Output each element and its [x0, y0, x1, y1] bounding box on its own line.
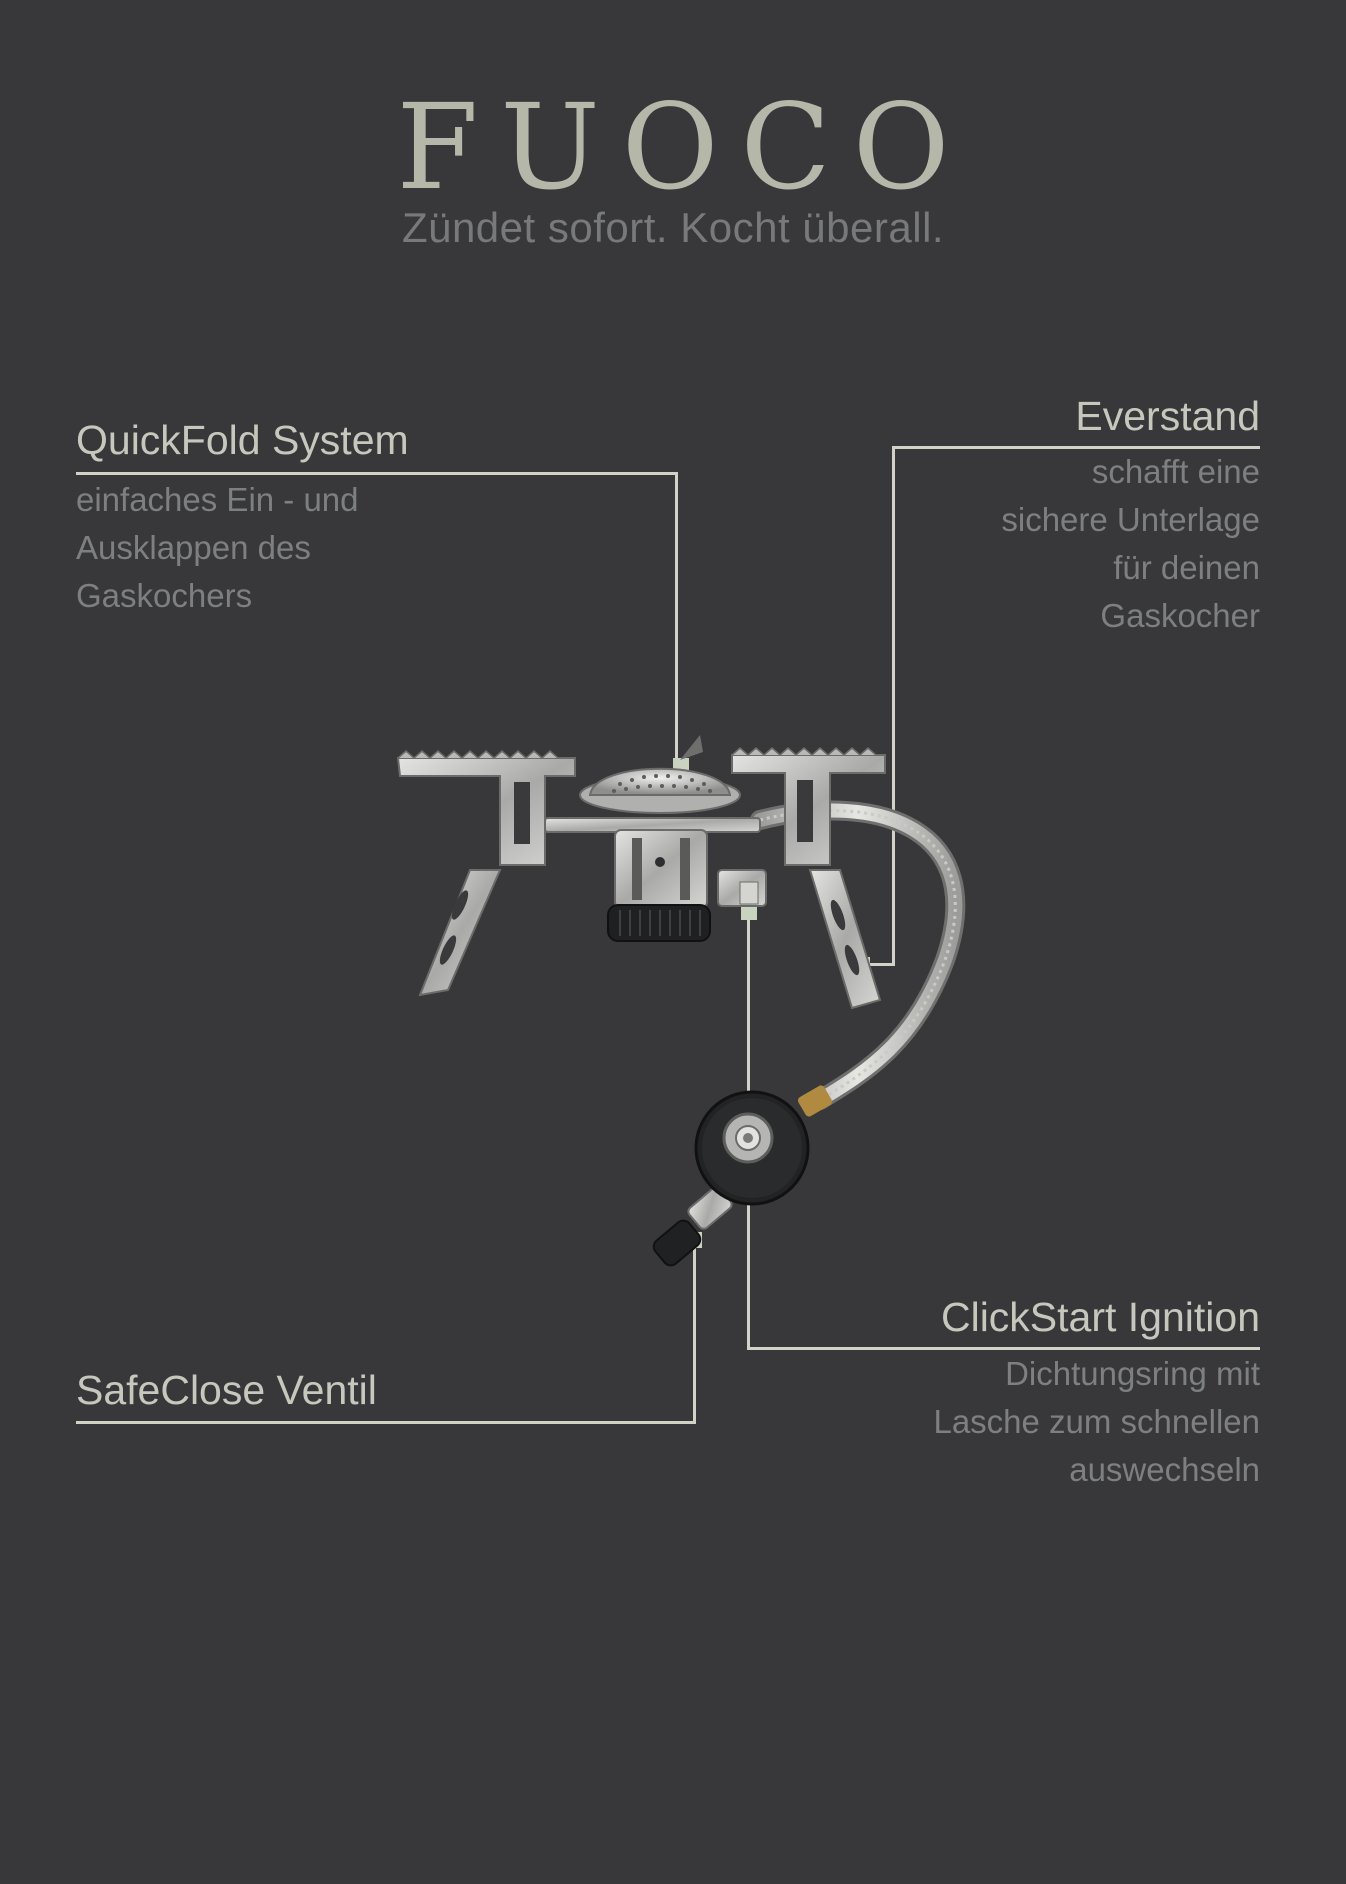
everstand-callout-horizontal: [892, 446, 1260, 449]
clickstart-title: ClickStart Ignition: [940, 1294, 1260, 1340]
everstand-line-2: sichere Unterlage: [1001, 501, 1260, 538]
clickstart-marker: [741, 904, 757, 920]
knurled-nut: [607, 904, 711, 942]
quickfold-title: QuickFold System: [76, 417, 409, 463]
burner-body: [614, 829, 708, 909]
quickfold-callout-vertical: [675, 472, 678, 766]
ignition-bracket: [717, 869, 767, 907]
burner-head: [579, 735, 741, 814]
safeclose-title: SafeClose Ventil: [76, 1367, 377, 1413]
clickstart-callout-horizontal: [747, 1347, 1260, 1350]
everstand-line-1: schafft eine: [1091, 453, 1260, 490]
tagline: Zündet sofort. Kocht überall.: [401, 204, 945, 251]
quickfold-line-2: Ausklappen des: [76, 529, 311, 566]
quickfold-callout-horizontal: [76, 472, 678, 475]
brand-logo: FUOCO: [396, 78, 972, 216]
safeclose-callout-horizontal: [76, 1421, 696, 1424]
quickfold-line-3: Gaskochers: [76, 577, 253, 614]
camping-stove-illustration: [396, 735, 966, 1267]
pot-support-left: [396, 750, 576, 997]
clickstart-description: Dichtungsring mit Lasche zum schnellen a…: [933, 1350, 1260, 1494]
everstand-line-4: Gaskocher: [1100, 597, 1260, 634]
everstand-title: Everstand: [1075, 393, 1260, 439]
pot-support-right: [731, 747, 886, 1010]
gas-hose: [750, 800, 966, 1117]
valve-connector: [652, 1090, 810, 1267]
everstand-callout-foot: [862, 963, 895, 966]
everstand-callout-vertical: [892, 446, 895, 966]
clickstart-line-3: auswechseln: [1069, 1451, 1260, 1488]
everstand-line-3: für deinen: [1113, 549, 1260, 586]
clickstart-line-1: Dichtungsring mit: [1005, 1355, 1260, 1392]
safeclose-callout-vertical: [693, 1238, 696, 1424]
quickfold-line-1: einfaches Ein - und: [76, 481, 359, 518]
quickfold-description: einfaches Ein - und Ausklappen des Gasko…: [76, 476, 359, 620]
everstand-description: schafft eine sichere Unterlage für deine…: [1001, 448, 1260, 640]
clickstart-line-2: Lasche zum schnellen: [933, 1403, 1260, 1440]
